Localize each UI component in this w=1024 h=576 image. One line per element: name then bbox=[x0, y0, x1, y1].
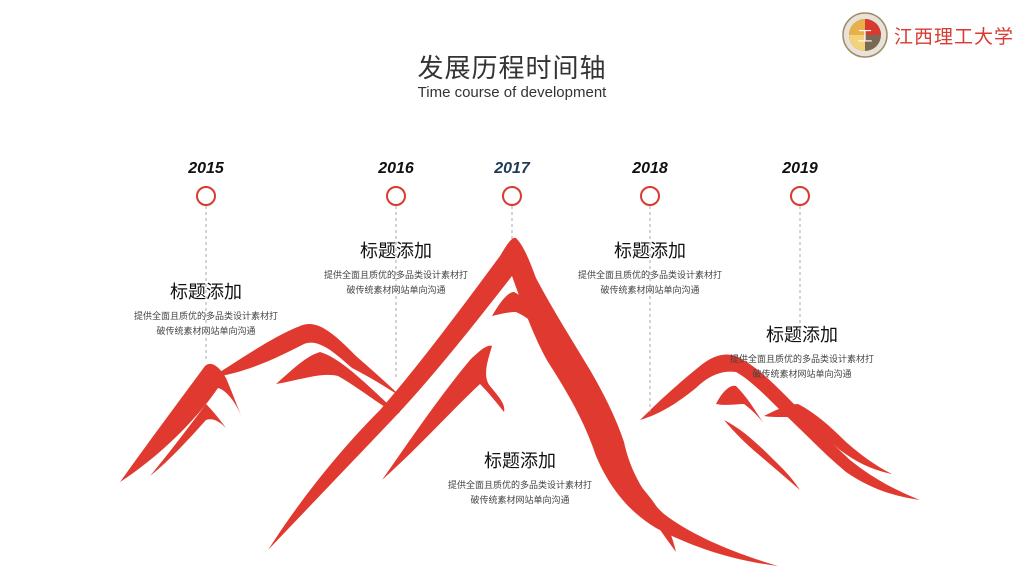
milestone-title: 标题添加 bbox=[614, 241, 686, 262]
milestone-2017: 标题添加 提供全面且质优的多品类设计素材打 破传统素材网站单向沟通 bbox=[430, 447, 610, 509]
milestone-description: 提供全面且质优的多品类设计素材打 破传统素材网站单向沟通 bbox=[447, 481, 592, 506]
milestone-2015: 标题添加 提供全面且质优的多品类设计素材打 破传统素材网站单向沟通 bbox=[116, 278, 296, 340]
year-label-2015: 2015 bbox=[188, 160, 224, 177]
milestone-2016: 标题添加 提供全面且质优的多品类设计素材打 破传统素材网站单向沟通 bbox=[306, 237, 486, 299]
milestone-2019: 标题添加 提供全面且质优的多品类设计素材打 破传统素材网站单向沟通 bbox=[712, 321, 892, 383]
school-name: 江西理工大学 bbox=[894, 26, 1015, 48]
milestone-description: 提供全面且质优的多品类设计素材打 破传统素材网站单向沟通 bbox=[577, 271, 722, 296]
year-label-2018: 2018 bbox=[632, 160, 668, 177]
milestone-description: 提供全面且质优的多品类设计素材打 破传统素材网站单向沟通 bbox=[323, 271, 468, 296]
milestone-title: 标题添加 bbox=[360, 241, 432, 262]
milestone-description: 提供全面且质优的多品类设计素材打 破传统素材网站单向沟通 bbox=[133, 312, 278, 337]
timeline-marker-icons bbox=[196, 186, 810, 206]
svg-text:工: 工 bbox=[857, 27, 872, 45]
page-subtitle: Time course of development bbox=[417, 84, 607, 101]
year-label-2016: 2016 bbox=[378, 160, 414, 177]
milestone-description: 提供全面且质优的多品类设计素材打 破传统素材网站单向沟通 bbox=[729, 355, 874, 380]
mountain-range-illustration bbox=[120, 237, 920, 566]
milestone-title: 标题添加 bbox=[766, 325, 838, 346]
year-label-2019: 2019 bbox=[782, 160, 818, 177]
milestone-title: 标题添加 bbox=[170, 282, 242, 303]
university-logo-icon: 工 bbox=[842, 12, 888, 58]
milestone-2018: 标题添加 提供全面且质优的多品类设计素材打 破传统素材网站单向沟通 bbox=[560, 237, 740, 299]
timeline-connector-lines bbox=[205, 206, 801, 412]
page-title: 发展历程时间轴 bbox=[417, 54, 607, 84]
milestone-title: 标题添加 bbox=[484, 451, 556, 472]
year-label-2017: 2017 bbox=[494, 160, 530, 177]
